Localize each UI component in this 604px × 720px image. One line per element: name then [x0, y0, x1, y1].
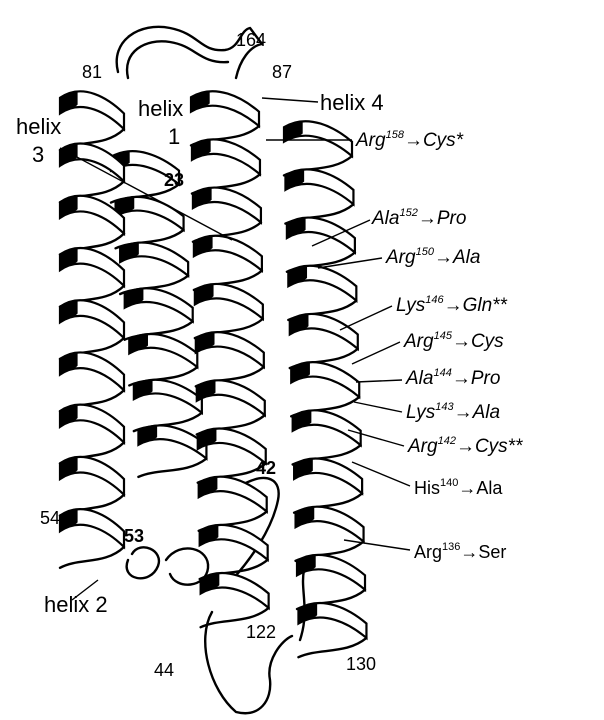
leader-lys146 — [340, 306, 392, 330]
leader-arg145 — [352, 342, 400, 364]
residue-164: 164 — [236, 30, 266, 50]
helix3-label-word: helix — [16, 114, 61, 139]
mutation-label: Arg150→Ala — [385, 246, 480, 268]
loop-2-3 — [127, 547, 159, 578]
residue-130: 130 — [346, 654, 376, 674]
mutation-label: Arg142→Cys** — [407, 435, 523, 457]
helix-2-coil — [60, 91, 124, 568]
helix1-label-num: 1 — [168, 124, 180, 149]
bottom-loop-b — [300, 570, 305, 640]
leader-ala144 — [356, 380, 402, 382]
helix3-label-num: 3 — [32, 142, 44, 167]
helix-back-edge — [60, 547, 124, 568]
helix-back-edge — [138, 459, 206, 477]
helix1-label-word: helix — [138, 96, 183, 121]
helix-shade — [60, 509, 78, 531]
helix-shade — [60, 404, 78, 426]
residue-23: 23 — [164, 170, 184, 190]
mutation-label: Ala144→Pro — [405, 367, 500, 389]
helix-shade — [60, 248, 78, 270]
mutation-label: Ala152→Pro — [371, 207, 466, 229]
residue-44: 44 — [154, 660, 174, 680]
helix-coils — [60, 91, 366, 657]
mutation-labels: Arg158→Cys* Ala152→Pro Arg150→Ala Lys146… — [355, 129, 523, 562]
residue-42: 42 — [256, 458, 276, 478]
mutation-label: Lys143→Ala — [406, 401, 500, 423]
residue-53: 53 — [124, 526, 144, 546]
helix-shade — [60, 143, 78, 165]
helix-shade — [60, 91, 78, 113]
residue-122: 122 — [246, 622, 276, 642]
mutation-label: Arg145→Cys — [403, 330, 504, 352]
residue-81: 81 — [82, 62, 102, 82]
helix-shade — [60, 195, 78, 217]
helix-shade — [60, 457, 78, 479]
leader-lys143 — [354, 402, 402, 412]
helix2-label: helix 2 — [44, 592, 108, 617]
mutation-label: Arg136→Ser — [414, 541, 506, 562]
helix-3-coil — [191, 91, 269, 627]
helix-shade — [60, 352, 78, 374]
helix-shade — [60, 300, 78, 322]
helix-4-coil — [284, 121, 366, 657]
helix4-label: helix 4 — [320, 90, 384, 115]
top-loop-inner — [127, 41, 228, 78]
leader-helix4 — [262, 98, 318, 102]
mutation-label: Lys146→Gln** — [396, 294, 508, 316]
ribbon-backbone — [117, 27, 305, 713]
residue-87: 87 — [272, 62, 292, 82]
mutation-label: His140→Ala — [414, 477, 503, 498]
residue-54: 54 — [40, 508, 60, 528]
mutation-label: Arg158→Cys* — [355, 129, 464, 151]
